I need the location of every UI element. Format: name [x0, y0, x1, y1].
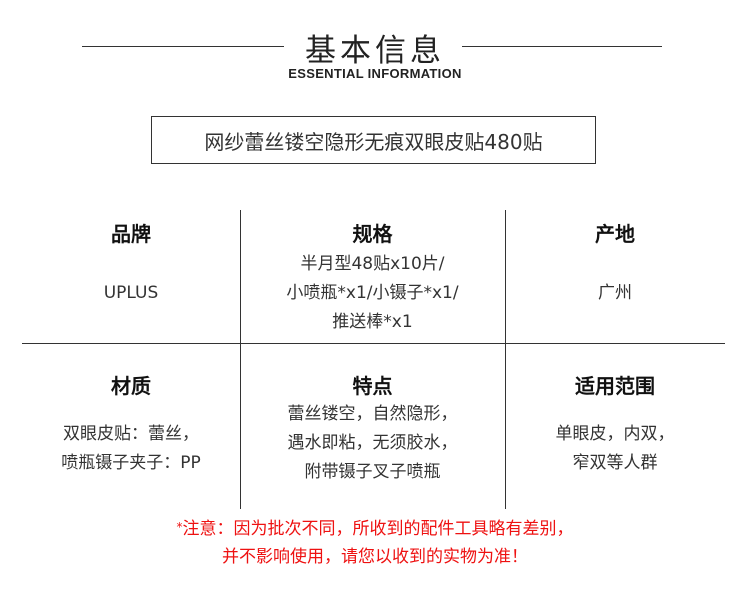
usage-value: 单眼皮，内双， 窄双等人群: [505, 420, 725, 478]
product-name-box: 网纱蕾丝镂空隐形无痕双眼皮贴480贴: [151, 116, 596, 164]
spec-line-1: 半月型48贴x10片/: [300, 254, 445, 274]
brand-heading: 品牌: [111, 222, 151, 246]
grid-divider-v1-bottom: [240, 343, 241, 509]
notice-line-1: *注意：因为批次不同，所收到的配件工具略有差别，: [0, 515, 750, 543]
usage-line-2: 窄双等人群: [572, 453, 658, 473]
material-heading: 材质: [111, 374, 151, 398]
usage-heading: 适用范围: [575, 374, 655, 398]
features-line-3: 附带镊子叉子喷瓶: [304, 462, 441, 482]
header-rule-left: [82, 46, 284, 47]
notice-line-1-text: 注意：因为批次不同，所收到的配件工具略有差别，: [182, 519, 574, 539]
origin-value-line: 广州: [598, 283, 632, 303]
grid-divider-v1-top: [240, 210, 241, 343]
features-value: 蕾丝镂空，自然隐形， 遇水即粘，无须胶水， 附带镊子叉子喷瓶: [240, 400, 505, 487]
grid-divider-v2-bottom: [505, 343, 506, 509]
usage-line-1: 单眼皮，内双，: [555, 424, 675, 444]
brand-value: UPLUS: [22, 250, 240, 337]
spec-line-2: 小喷瓶*x1/小镊子*x1/: [286, 283, 459, 303]
material-value: 双眼皮贴：蕾丝， 喷瓶镊子夹子：PP: [22, 420, 240, 478]
features-line-1: 蕾丝镂空，自然隐形，: [287, 404, 458, 424]
page-subtitle: ESSENTIAL INFORMATION: [288, 66, 462, 81]
header-rule-right: [462, 46, 662, 47]
material-line-2: 喷瓶镊子夹子：PP: [61, 453, 201, 473]
notice-line-2: 并不影响使用，请您以收到的实物为准！: [222, 547, 528, 567]
material-line-1: 双眼皮贴：蕾丝，: [63, 424, 199, 444]
notice-star: *: [176, 520, 183, 534]
spec-heading: 规格: [352, 222, 393, 246]
product-name: 网纱蕾丝镂空隐形无痕双眼皮贴480贴: [204, 129, 543, 154]
origin-heading: 产地: [595, 222, 635, 246]
features-line-2: 遇水即粘，无须胶水，: [287, 433, 458, 453]
features-heading: 特点: [352, 374, 393, 398]
spec-value: 半月型48贴x10片/ 小喷瓶*x1/小镊子*x1/ 推送棒*x1: [240, 250, 505, 337]
page-title: 基本信息: [305, 33, 445, 69]
grid-divider-v2-top: [505, 210, 506, 343]
brand-value-line: UPLUS: [103, 283, 159, 303]
spec-line-3: 推送棒*x1: [332, 312, 413, 332]
grid-divider-horizontal: [22, 343, 725, 344]
notice: *注意：因为批次不同，所收到的配件工具略有差别， 并不影响使用，请您以收到的实物…: [0, 515, 750, 571]
origin-value: 广州: [505, 250, 725, 337]
